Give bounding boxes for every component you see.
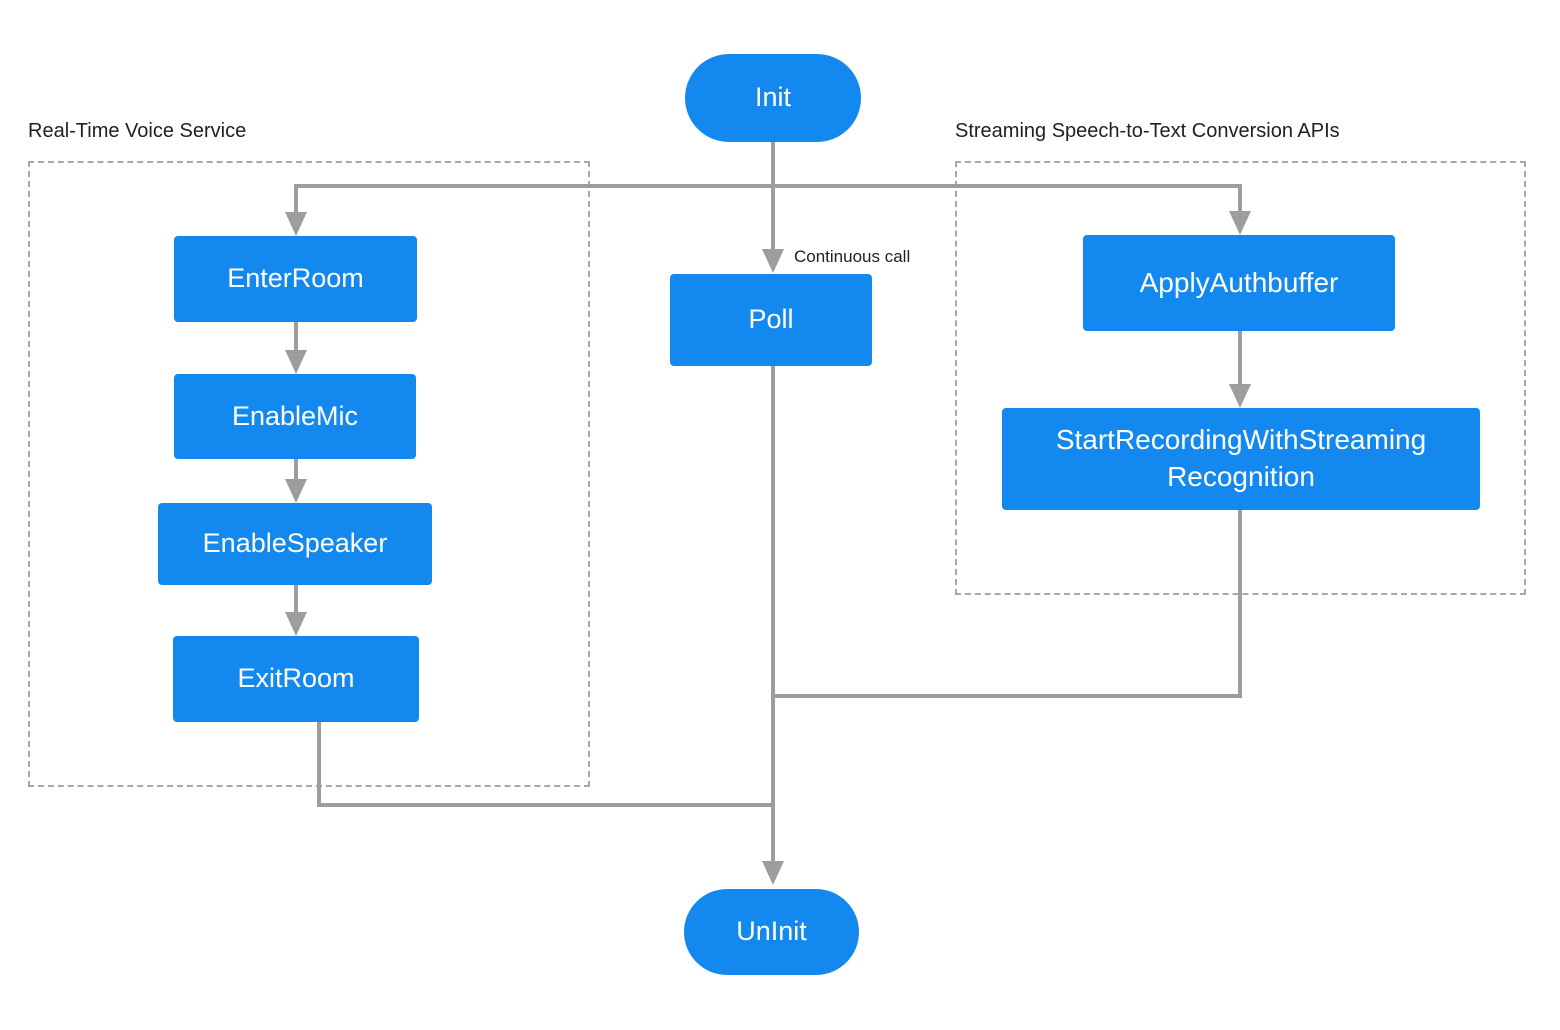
node-exit-room: ExitRoom	[173, 636, 419, 722]
node-start-recording-label-line1: StartRecordingWithStreaming	[1055, 424, 1427, 456]
node-uninit-label: UnInit	[736, 916, 807, 947]
arrowhead-into-poll-icon	[762, 249, 784, 273]
node-enter-room: EnterRoom	[174, 236, 417, 322]
node-apply-authbuffer-label: ApplyAuthbuffer	[1139, 266, 1339, 298]
connector-enterroom-to-enablemic	[294, 322, 298, 352]
node-enable-speaker: EnableSpeaker	[158, 503, 432, 585]
arrowhead-into-enablemic-icon	[285, 350, 307, 374]
connector-startrecording-merge	[771, 694, 1242, 698]
connector-startrecording-down	[1238, 509, 1242, 698]
node-init: Init	[685, 54, 861, 142]
node-enable-mic: EnableMic	[174, 374, 416, 459]
node-start-recording-with-streaming-recognition: StartRecordingWithStreaming Recognition	[1002, 408, 1480, 510]
arrowhead-into-exitroom-icon	[285, 612, 307, 636]
connector-enablemic-to-enablespeaker	[294, 459, 298, 481]
node-enter-room-label: EnterRoom	[227, 263, 364, 294]
node-enable-mic-label: EnableMic	[231, 400, 359, 431]
node-poll-label: Poll	[748, 304, 794, 335]
arrowhead-into-applyauthbuffer-icon	[1229, 211, 1251, 235]
node-init-label: Init	[754, 82, 792, 113]
node-apply-authbuffer: ApplyAuthbuffer	[1083, 235, 1395, 331]
arrowhead-into-enablespeaker-icon	[285, 479, 307, 503]
connector-branch-to-applyauthbuffer	[1238, 186, 1242, 211]
connector-applyauthbuffer-to-startrecording	[1238, 331, 1242, 386]
group-title-stt-apis: Streaming Speech-to-Text Conversion APIs	[955, 120, 1340, 142]
arrowhead-into-startrecording-icon	[1229, 384, 1251, 408]
arrowhead-into-enterroom-icon	[285, 212, 307, 236]
connector-top-horizontal	[294, 184, 1242, 188]
connector-exitroom-merge	[317, 803, 775, 807]
node-poll: Poll	[670, 274, 872, 366]
connector-enablespeaker-to-exitroom	[294, 585, 298, 614]
connector-branch-to-enterroom	[294, 186, 298, 212]
arrowhead-into-uninit-icon	[762, 861, 784, 885]
node-enable-speaker-label: EnableSpeaker	[202, 528, 388, 559]
node-start-recording-label-line2: Recognition	[1167, 461, 1315, 492]
node-exit-room-label: ExitRoom	[237, 663, 355, 694]
connector-init-to-poll	[771, 141, 775, 253]
connector-poll-to-uninit	[771, 366, 775, 862]
node-uninit: UnInit	[684, 889, 859, 975]
annotation-continuous-call: Continuous call	[794, 247, 911, 266]
connector-exitroom-down	[317, 721, 321, 807]
group-title-voice-service: Real-Time Voice Service	[28, 120, 247, 142]
group-voice-service-frame	[28, 161, 590, 787]
